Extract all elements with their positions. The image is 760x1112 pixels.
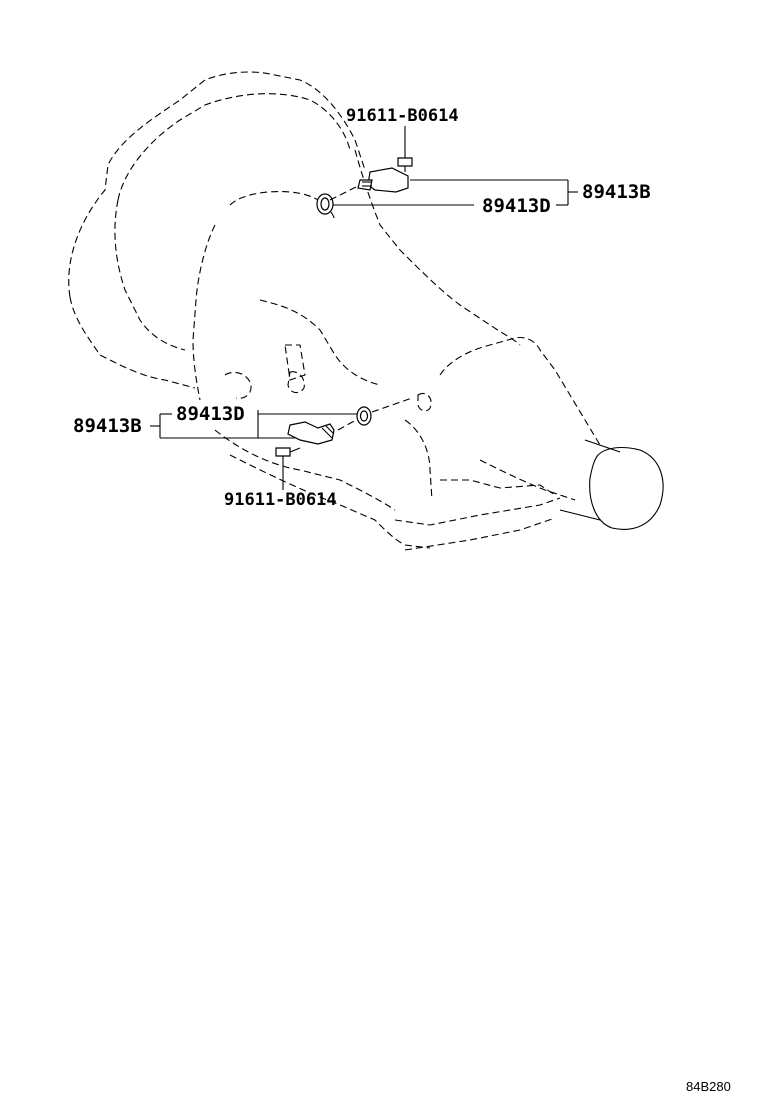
output-flange [559,439,664,530]
label-oring-lower: 89413D [176,403,245,425]
upper-o-ring [316,193,334,215]
label-sensor-lower: 89413B [73,415,142,437]
label-sensor-upper: 89413B [582,181,651,203]
label-bolt-lower: 91611-B0614 [224,490,337,510]
leader-lines [150,126,578,490]
lower-speed-sensor [287,421,335,445]
label-oring-upper: 89413D [482,195,551,217]
lower-install-line [337,397,413,431]
label-bolt-upper: 91611-B0614 [346,106,459,126]
transmission-housing [68,71,601,551]
lower-o-ring [356,406,372,426]
upper-install-line [329,185,359,201]
diagram-code: 84B280 [686,1079,731,1094]
upper-speed-sensor [357,167,409,193]
lower-bolt [275,447,301,457]
upper-bolt [397,157,413,172]
